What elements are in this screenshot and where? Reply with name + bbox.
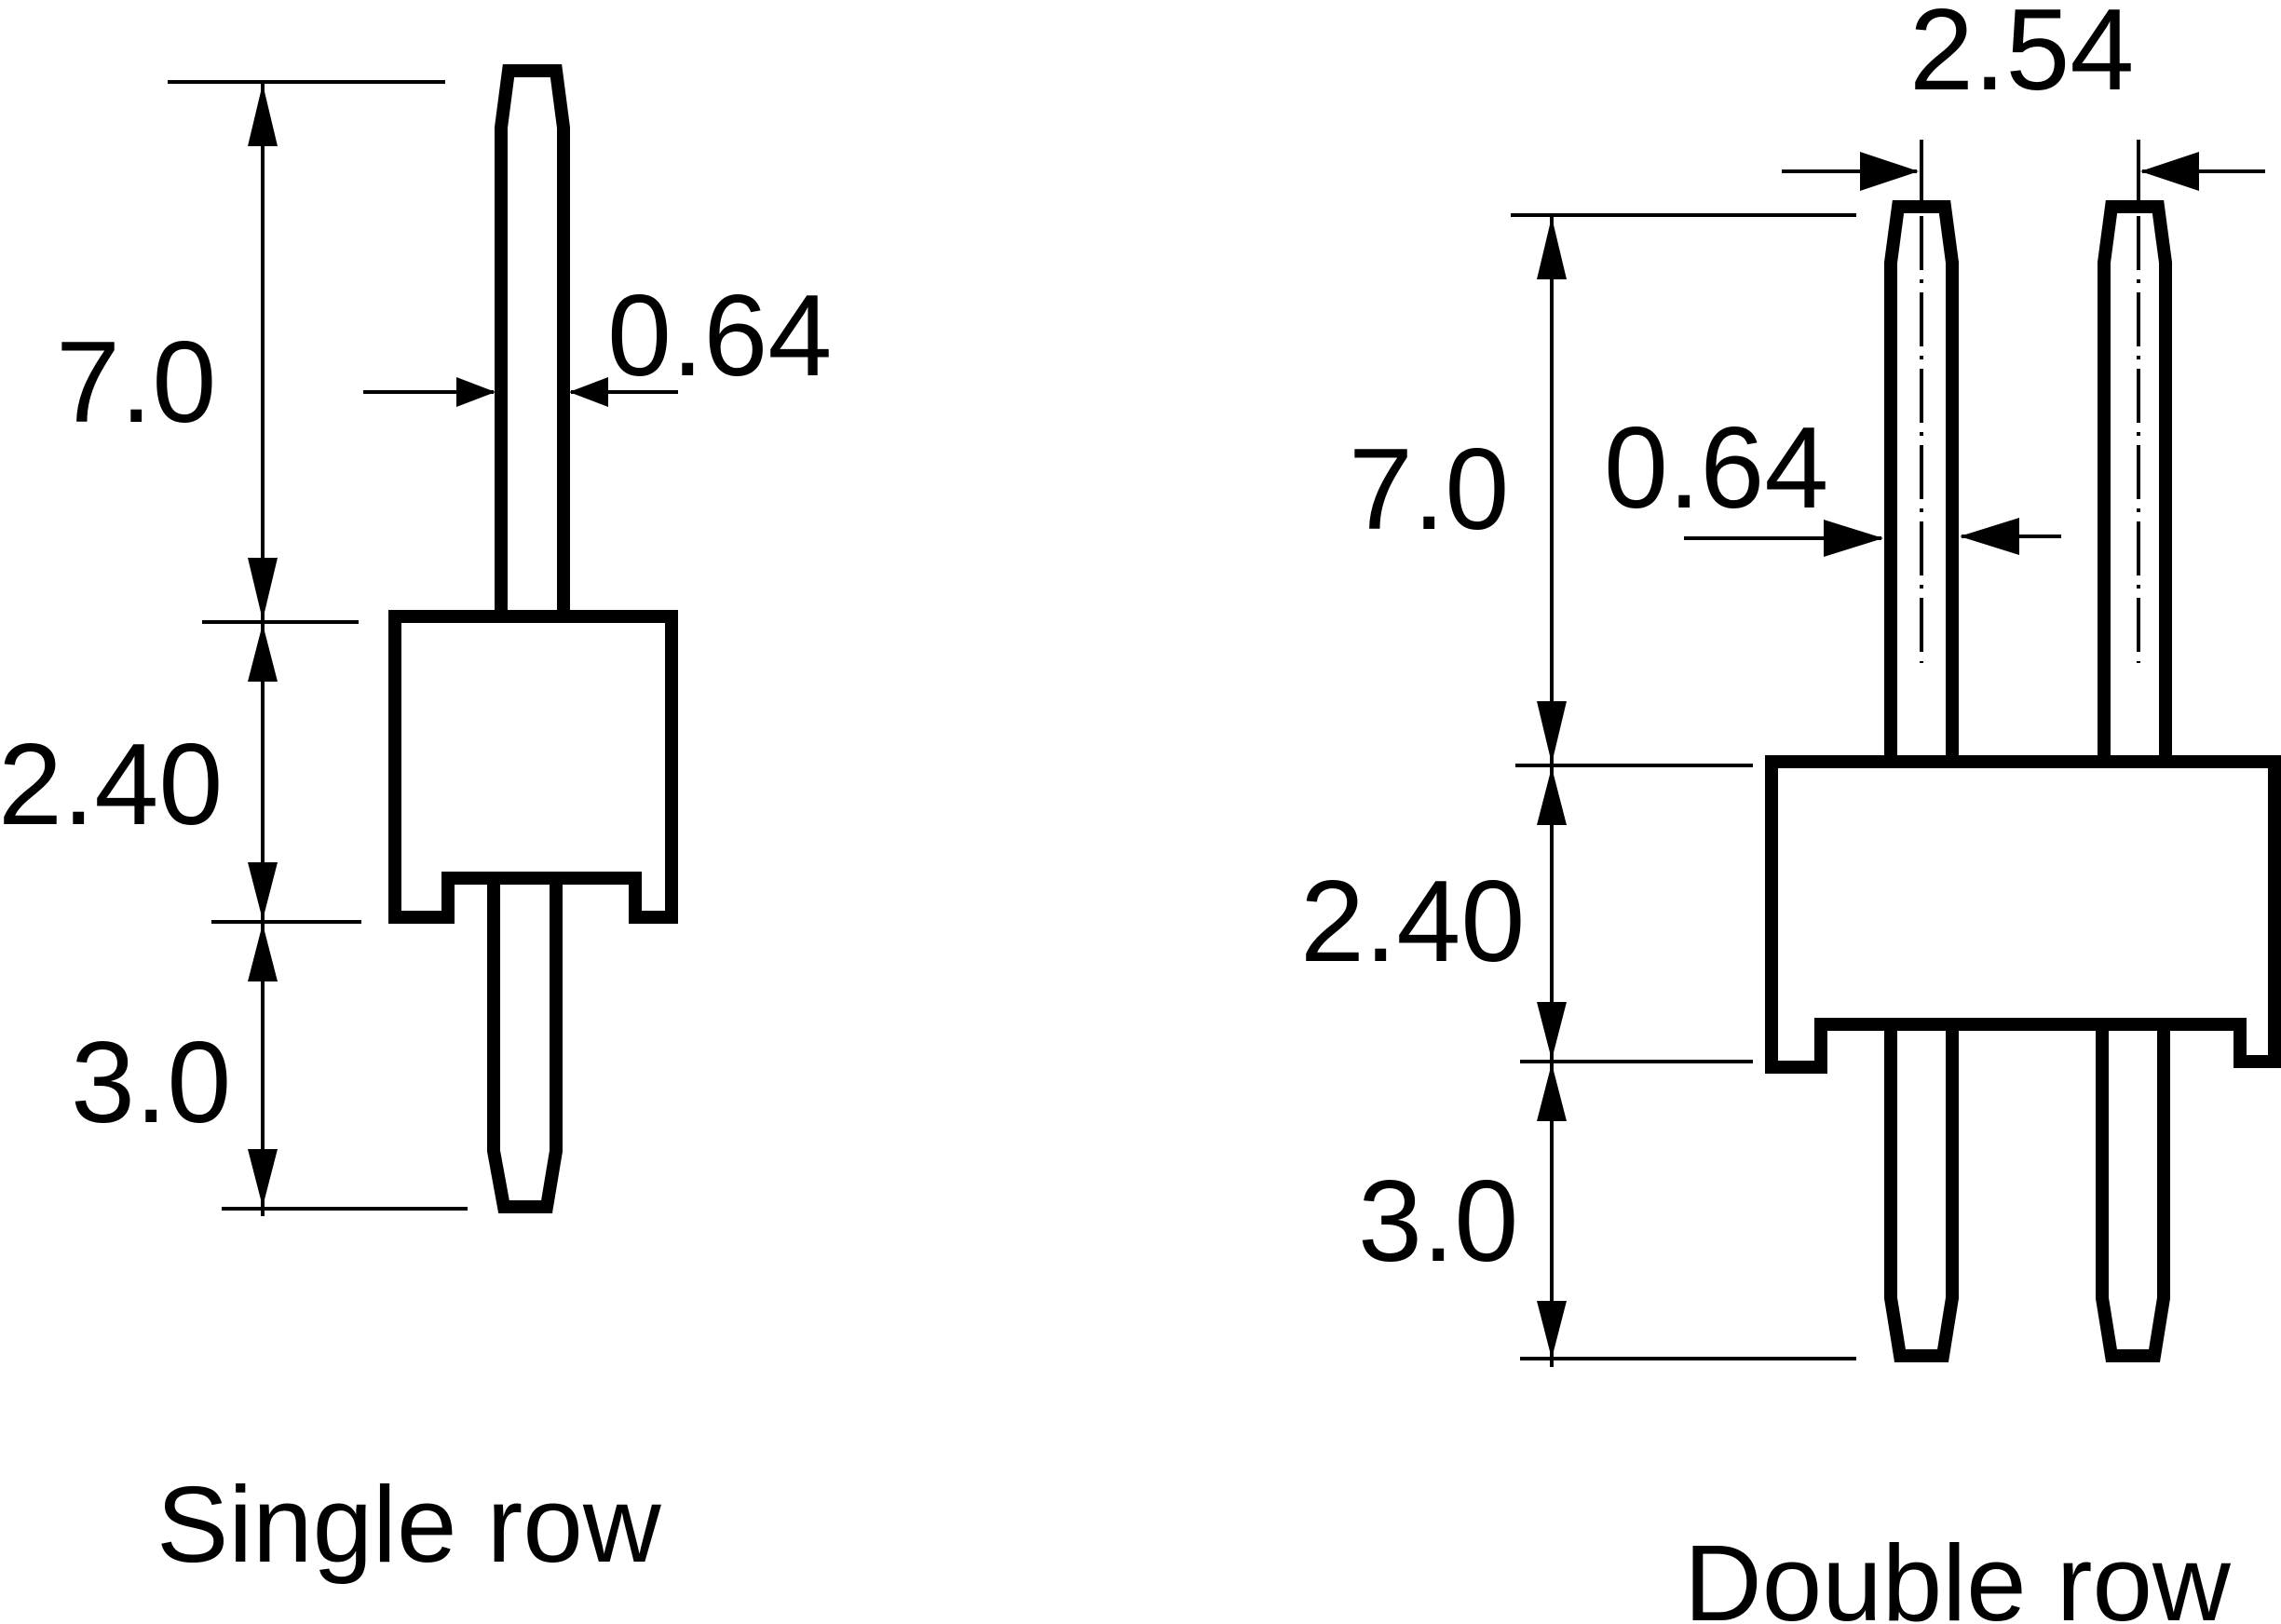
single-row-upper-pin xyxy=(495,64,570,616)
single-row-lower-pin-dimension xyxy=(248,922,278,1216)
arrowhead xyxy=(1824,520,1883,557)
arrowhead xyxy=(1537,1063,1567,1121)
single-row-lower-pin xyxy=(487,878,563,1213)
double-row-connector xyxy=(1765,140,2281,1362)
double-row-lower-pin-right xyxy=(2096,1024,2170,1362)
single-row-housing xyxy=(388,610,678,924)
single-row-body-dimension xyxy=(248,622,278,922)
arrowhead xyxy=(248,84,278,146)
arrowhead xyxy=(456,377,496,407)
double-row-lower-pin-left xyxy=(1884,1024,1959,1362)
arrowhead xyxy=(569,377,608,407)
double-row-pin-width-label: 0.64 xyxy=(1604,404,1828,533)
single-row-upper-pin-dimension xyxy=(248,82,278,622)
double-row-upper-pin-length-label: 7.0 xyxy=(1349,426,1509,554)
arrowhead xyxy=(1537,701,1567,764)
single-row-body-height-label: 2.40 xyxy=(0,721,223,849)
single-row-pin-width-dimension xyxy=(363,377,678,407)
arrowhead xyxy=(1960,518,2019,555)
arrowhead xyxy=(248,624,278,682)
arrowhead xyxy=(248,558,278,620)
arrowhead xyxy=(1537,217,1567,279)
double-row-caption: Double row xyxy=(1684,1522,2232,1624)
double-row-lower-pin-dimension xyxy=(1537,1062,1567,1367)
single-row-drawing: 7.0 0.64 2.40 3.0 Single row xyxy=(0,64,832,1585)
arrowhead xyxy=(248,1149,278,1207)
single-row-caption: Single row xyxy=(156,1464,662,1585)
single-row-connector xyxy=(388,64,678,1213)
arrowhead xyxy=(1537,1301,1567,1359)
double-row-upper-pin-right xyxy=(2098,200,2172,759)
double-row-pitch-label: 2.54 xyxy=(1909,0,2134,115)
arrowhead xyxy=(248,924,278,981)
double-row-lower-pin-length-label: 3.0 xyxy=(1358,1157,1518,1286)
single-row-lower-pin-length-label: 3.0 xyxy=(71,1019,231,1147)
double-row-pin-width-dimension xyxy=(1684,518,2061,557)
double-row-upper-pin-dimension xyxy=(1537,215,1567,765)
arrowhead xyxy=(1537,1002,1567,1060)
double-row-pitch-dimension xyxy=(1782,140,2265,207)
single-row-pin-width-label: 0.64 xyxy=(607,272,832,400)
double-row-drawing: 2.54 7.0 0.64 2.40 3.0 Double row xyxy=(1300,0,2281,1624)
arrowhead xyxy=(1860,152,1919,191)
double-row-body-height-label: 2.40 xyxy=(1300,858,1525,986)
single-row-upper-pin-length-label: 7.0 xyxy=(56,318,216,447)
arrowhead xyxy=(1537,767,1567,825)
arrowhead xyxy=(2140,152,2199,191)
double-row-body-dimension xyxy=(1537,765,1567,1062)
double-row-housing xyxy=(1765,755,2281,1074)
arrowhead xyxy=(248,862,278,920)
